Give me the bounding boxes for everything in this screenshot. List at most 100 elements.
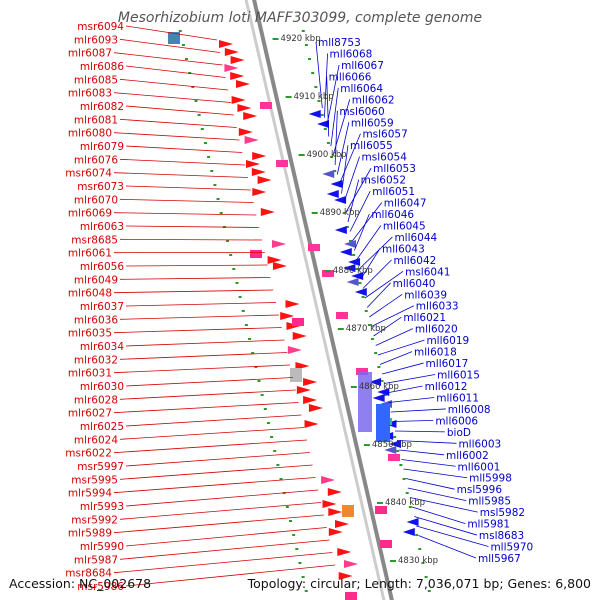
gene-label-right[interactable]: mll6043: [382, 243, 425, 255]
gene-label-left[interactable]: mlr6049: [74, 274, 118, 286]
gene-label-right[interactable]: mll6021: [403, 312, 446, 324]
gene-label-right[interactable]: msl6041: [405, 266, 450, 278]
gene-label-left[interactable]: mlr5990: [80, 541, 124, 553]
gene-label-right[interactable]: mll6040: [393, 278, 436, 290]
gene-label-right[interactable]: mll6062: [352, 94, 395, 106]
gene-label-left[interactable]: mlr6035: [68, 328, 112, 340]
gene-label-left[interactable]: mlr6070: [74, 194, 118, 206]
gene-label-left[interactable]: mlr6030: [80, 381, 124, 393]
gene-label-right[interactable]: mll6039: [404, 289, 447, 301]
gene-label-right[interactable]: mll6051: [372, 186, 415, 198]
gene-label-left[interactable]: mlr6087: [68, 48, 112, 60]
gene-label-right[interactable]: mll6044: [394, 232, 437, 244]
gene-label-left[interactable]: msr8684: [65, 568, 112, 580]
gene-label-right[interactable]: mll5985: [468, 496, 511, 508]
gene-label-left[interactable]: mlr5989: [68, 528, 112, 540]
gene-label-left[interactable]: mlr6034: [80, 341, 125, 353]
gene-label-left[interactable]: mlr6080: [68, 128, 112, 140]
gene-label-left[interactable]: mlr6061: [68, 248, 112, 260]
gene-label-left[interactable]: mlr6028: [74, 394, 118, 406]
strand-guide-tick: [219, 212, 223, 214]
scale-tick: [324, 270, 331, 272]
gene-leader-line: [341, 145, 349, 194]
gene-label-left[interactable]: msr5995: [71, 474, 118, 486]
gene-label-right[interactable]: mll6033: [416, 301, 459, 313]
gene-label-left[interactable]: msr6074: [65, 168, 112, 180]
gene-label-right[interactable]: mll6047: [384, 198, 427, 210]
gene-label-right[interactable]: mll5967: [478, 553, 521, 565]
gene-label-left[interactable]: msr6094: [77, 21, 124, 33]
gene-label-right[interactable]: mll5970: [490, 542, 533, 554]
gene-label-right[interactable]: mll6015: [437, 370, 480, 382]
scale-tick: [350, 386, 357, 388]
gene-label-right[interactable]: mll5981: [467, 519, 510, 531]
gene-label-left[interactable]: mlr6037: [80, 301, 124, 313]
gene-label-left[interactable]: mlr6048: [68, 288, 112, 300]
gene-label-right[interactable]: msl8683: [479, 530, 524, 542]
gene-label-left[interactable]: mlr6036: [74, 314, 119, 326]
gene-label-right[interactable]: bioD: [447, 427, 471, 439]
gene-label-right[interactable]: mll6018: [414, 347, 457, 359]
gene-label-right[interactable]: msl6052: [361, 175, 406, 187]
gene-label-right[interactable]: mll6001: [458, 461, 501, 473]
gene-label-left[interactable]: mlr6024: [74, 434, 119, 446]
gene-label-left[interactable]: mlr6056: [80, 261, 125, 273]
gene-label-right[interactable]: mll6008: [448, 404, 491, 416]
gene-label-left[interactable]: mlr6069: [68, 208, 112, 220]
gene-label-right[interactable]: msl5982: [480, 507, 525, 519]
gene-label-right[interactable]: mll6067: [341, 60, 384, 72]
gene-label-right[interactable]: mll6017: [426, 358, 469, 370]
gene-label-right[interactable]: mll6012: [425, 381, 468, 393]
gene-label-right[interactable]: msl6057: [362, 129, 407, 141]
gene-label-right[interactable]: mll6066: [329, 71, 372, 83]
gene-label-right[interactable]: msl6060: [339, 106, 384, 118]
gene-label-right[interactable]: mll6053: [373, 163, 416, 175]
gene-label-right[interactable]: mll6003: [458, 438, 501, 450]
gene-label-left[interactable]: mlr5993: [80, 501, 124, 513]
gene-label-right[interactable]: mll6055: [350, 140, 393, 152]
gene-label-right[interactable]: mll6059: [351, 117, 394, 129]
strand-guide-tick: [263, 408, 267, 410]
gene-label-right[interactable]: mll6045: [383, 220, 426, 232]
gene-label-left[interactable]: mlr6082: [80, 101, 124, 113]
gene-label-left[interactable]: mlr6025: [80, 421, 124, 433]
gene-label-left[interactable]: msr8685: [71, 234, 118, 246]
gene-label-left[interactable]: msr5986: [77, 581, 124, 593]
gene-label-left[interactable]: mlr6083: [68, 88, 112, 100]
gene-label-left[interactable]: mlr6079: [80, 141, 124, 153]
gene-leader-line: [416, 525, 489, 547]
gene-label-left[interactable]: mlr6076: [74, 154, 119, 166]
gene-label-right[interactable]: mll6046: [371, 209, 414, 221]
gene-label-left[interactable]: msr6073: [77, 181, 124, 193]
gene-label-left[interactable]: mlr6032: [74, 354, 118, 366]
gene-label-right[interactable]: msl5996: [457, 484, 503, 496]
gene-label-right[interactable]: mll6064: [340, 83, 383, 95]
gene-label-left[interactable]: mlr6027: [68, 408, 112, 420]
gene-label-left[interactable]: mlr6081: [74, 114, 118, 126]
gene-label-left[interactable]: mlr6031: [68, 368, 112, 380]
gene-label-left[interactable]: mlr5994: [68, 488, 113, 500]
gene-label-left[interactable]: msr5997: [77, 461, 124, 473]
gene-label-right[interactable]: mll6011: [436, 392, 479, 404]
left-strand-gene: [337, 548, 352, 556]
gene-label-right[interactable]: mll8753: [318, 37, 361, 49]
gene-label-left[interactable]: msr5992: [71, 514, 118, 526]
left-strand-gene: [290, 368, 302, 382]
gene-label-right[interactable]: mll6006: [435, 415, 478, 427]
left-strand-gene: [250, 250, 262, 258]
gene-leader-line: [405, 478, 455, 490]
gene-label-right[interactable]: mll5998: [469, 473, 512, 485]
gene-label-left[interactable]: msr6022: [65, 448, 112, 460]
gene-label-left[interactable]: mlr6063: [80, 221, 124, 233]
strand-guide-tick: [374, 352, 378, 354]
gene-label-right[interactable]: msl6054: [362, 152, 408, 164]
gene-label-left[interactable]: mlr5987: [74, 554, 118, 566]
gene-label-right[interactable]: mll6042: [394, 255, 437, 267]
gene-label-left[interactable]: mlr6085: [74, 74, 118, 86]
gene-label-left[interactable]: mlr6093: [74, 34, 118, 46]
gene-label-right[interactable]: mll6002: [446, 450, 489, 462]
gene-label-right[interactable]: mll6019: [426, 335, 469, 347]
gene-label-right[interactable]: mll6068: [330, 48, 373, 60]
gene-label-right[interactable]: mll6020: [415, 324, 458, 336]
gene-label-left[interactable]: mlr6086: [80, 61, 125, 73]
